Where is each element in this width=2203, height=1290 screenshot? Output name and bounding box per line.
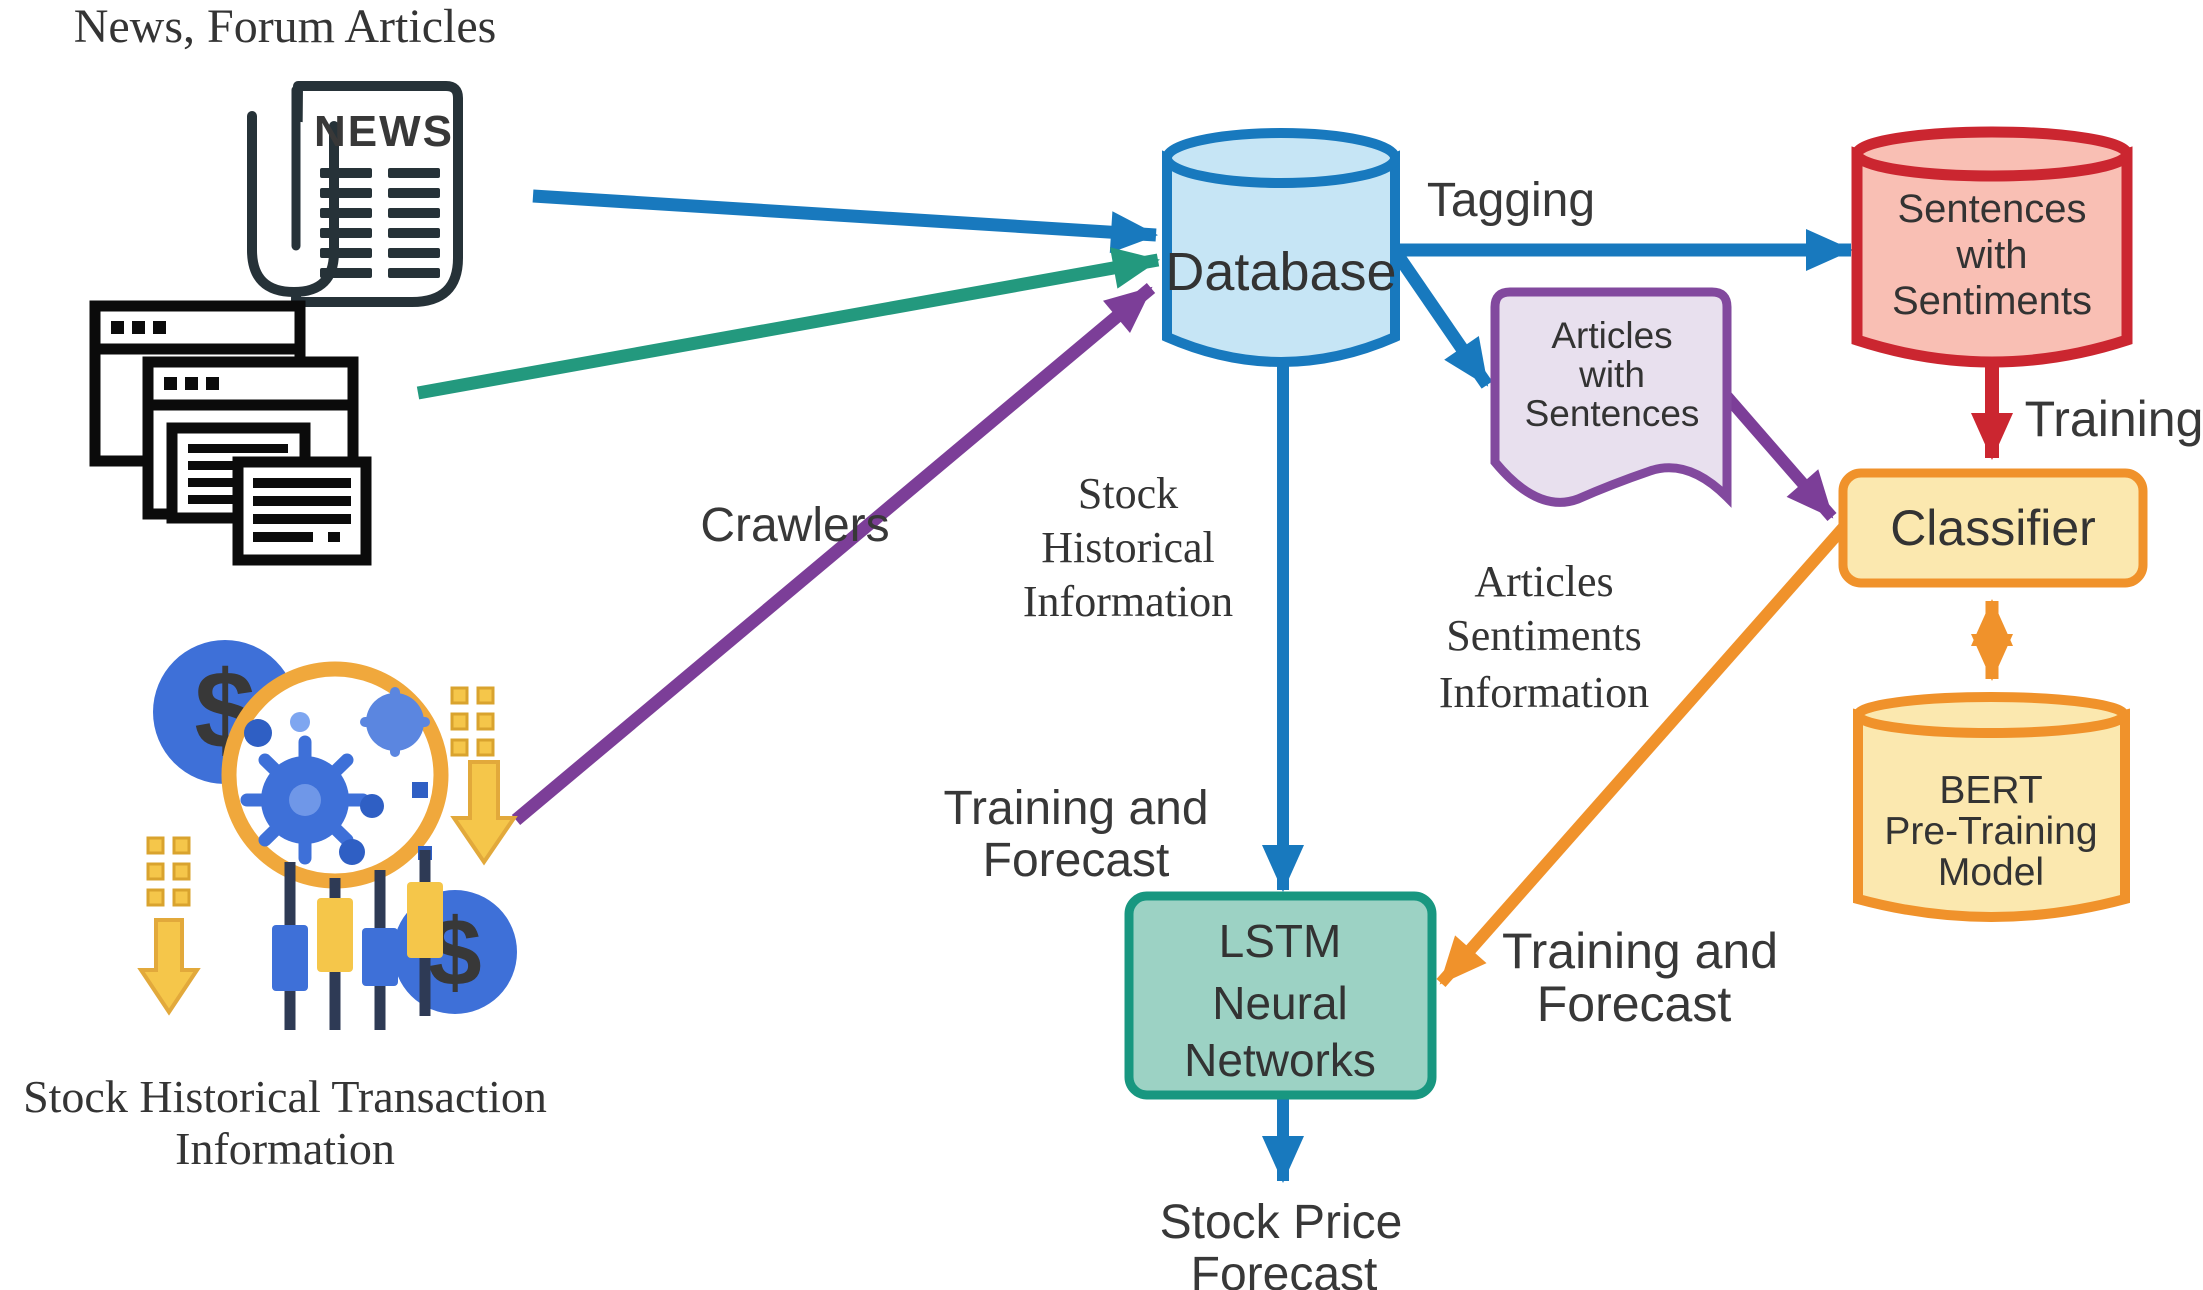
news-forum-label: News, Forum Articles <box>74 0 497 53</box>
edge-stock-to-database <box>511 283 1156 825</box>
svg-text:Stock: Stock <box>1078 469 1178 518</box>
browser-dots-front <box>164 377 219 390</box>
down-arrow-left <box>137 918 201 1016</box>
edges <box>416 189 2013 1183</box>
edge-forum-to-database <box>416 247 1160 400</box>
sentences-line-3: Sentiments <box>1892 279 2092 323</box>
svg-text:Forecast: Forecast <box>1537 976 1732 1032</box>
training-label: Training <box>2025 391 2203 447</box>
stock-historical-label: Stock Historical Information <box>1023 469 1233 626</box>
svg-text:Stock Price: Stock Price <box>1160 1196 1403 1249</box>
svg-text:Training and: Training and <box>1502 923 1778 979</box>
dotted-squares-right <box>450 686 495 757</box>
bert-line-2: Pre-Training <box>1884 810 2097 853</box>
svg-text:Sentiments: Sentiments <box>1446 611 1642 660</box>
newspaper-masthead: NEWS <box>314 107 454 156</box>
crawlers-label: Crawlers <box>700 499 889 552</box>
svg-text:Information: Information <box>1439 668 1649 717</box>
svg-text:Forecast: Forecast <box>983 834 1170 887</box>
database-cylinder-top <box>1162 128 1400 188</box>
articles-sentiments-label: Articles Sentiments Information <box>1439 557 1649 717</box>
classifier-box <box>1838 468 2148 588</box>
svg-text:Information: Information <box>1023 577 1233 626</box>
node-database: Database <box>1162 128 1400 367</box>
bert-line-1: BERT <box>1939 769 2042 812</box>
classifier-label: Classifier <box>1890 500 2096 556</box>
bert-cylinder-top <box>1853 692 2129 738</box>
down-arrow-right <box>450 760 518 866</box>
browser-popup-lines <box>253 478 351 542</box>
browser-popup-panel <box>232 456 372 566</box>
articles-doc-line-1: Articles <box>1551 315 1672 356</box>
edge-doc-to-classifier <box>1718 388 1837 521</box>
svg-text:Articles: Articles <box>1474 557 1613 606</box>
articles-doc-line-2: with <box>1578 354 1645 395</box>
sentences-line-2: with <box>1955 233 2027 277</box>
svg-text:Historical: Historical <box>1041 523 1215 572</box>
node-sentences-with-sentiments: Sentences with Sentiments <box>1851 126 2133 368</box>
stock-source-label-line-2: Information <box>175 1123 395 1174</box>
node-articles-with-sentences: Articles with Sentences <box>1490 287 1732 508</box>
sentences-cylinder-top <box>1851 126 2133 182</box>
database-label: Database <box>1165 242 1396 302</box>
lstm-line-3: Networks <box>1184 1034 1376 1086</box>
stock-transaction-icon: $ <box>137 640 518 1030</box>
edge-news-to-database <box>532 189 1158 254</box>
forum-browser-icon <box>89 300 372 566</box>
lstm-line-1: LSTM <box>1219 915 1342 967</box>
svg-text:Forecast: Forecast <box>1191 1248 1378 1290</box>
edge-classifier-to-lstm <box>1436 524 1848 987</box>
lstm-line-2: Neural <box>1212 977 1348 1029</box>
browser-dots-back <box>111 321 166 334</box>
node-bert: BERT Pre-Training Model <box>1853 692 2130 922</box>
sentences-line-1: Sentences <box>1897 187 2086 231</box>
newspaper-icon: NEWS <box>247 81 463 307</box>
svg-text:Training and: Training and <box>943 782 1208 835</box>
stock-price-forecast-label: Stock Price Forecast <box>1160 1196 1403 1290</box>
node-lstm: LSTM Neural Networks <box>1124 891 1437 1100</box>
dotted-squares-left <box>146 836 191 907</box>
bert-line-3: Model <box>1938 851 2044 894</box>
node-classifier: Classifier <box>1838 468 2148 588</box>
edge-database-to-articles-doc <box>1391 250 1493 389</box>
articles-doc-line-3: Sentences <box>1525 393 1700 434</box>
lstm-box <box>1124 891 1437 1100</box>
training-forecast-right-label: Training and Forecast <box>1502 923 1778 1032</box>
candlestick-chart <box>272 850 443 1030</box>
articles-doc-shape <box>1490 287 1732 508</box>
training-forecast-left-label: Training and Forecast <box>943 782 1208 887</box>
stock-source-label-line-1: Stock Historical Transaction <box>23 1071 547 1122</box>
tagging-label: Tagging <box>1427 174 1595 227</box>
newspaper-text-lines <box>320 168 440 278</box>
